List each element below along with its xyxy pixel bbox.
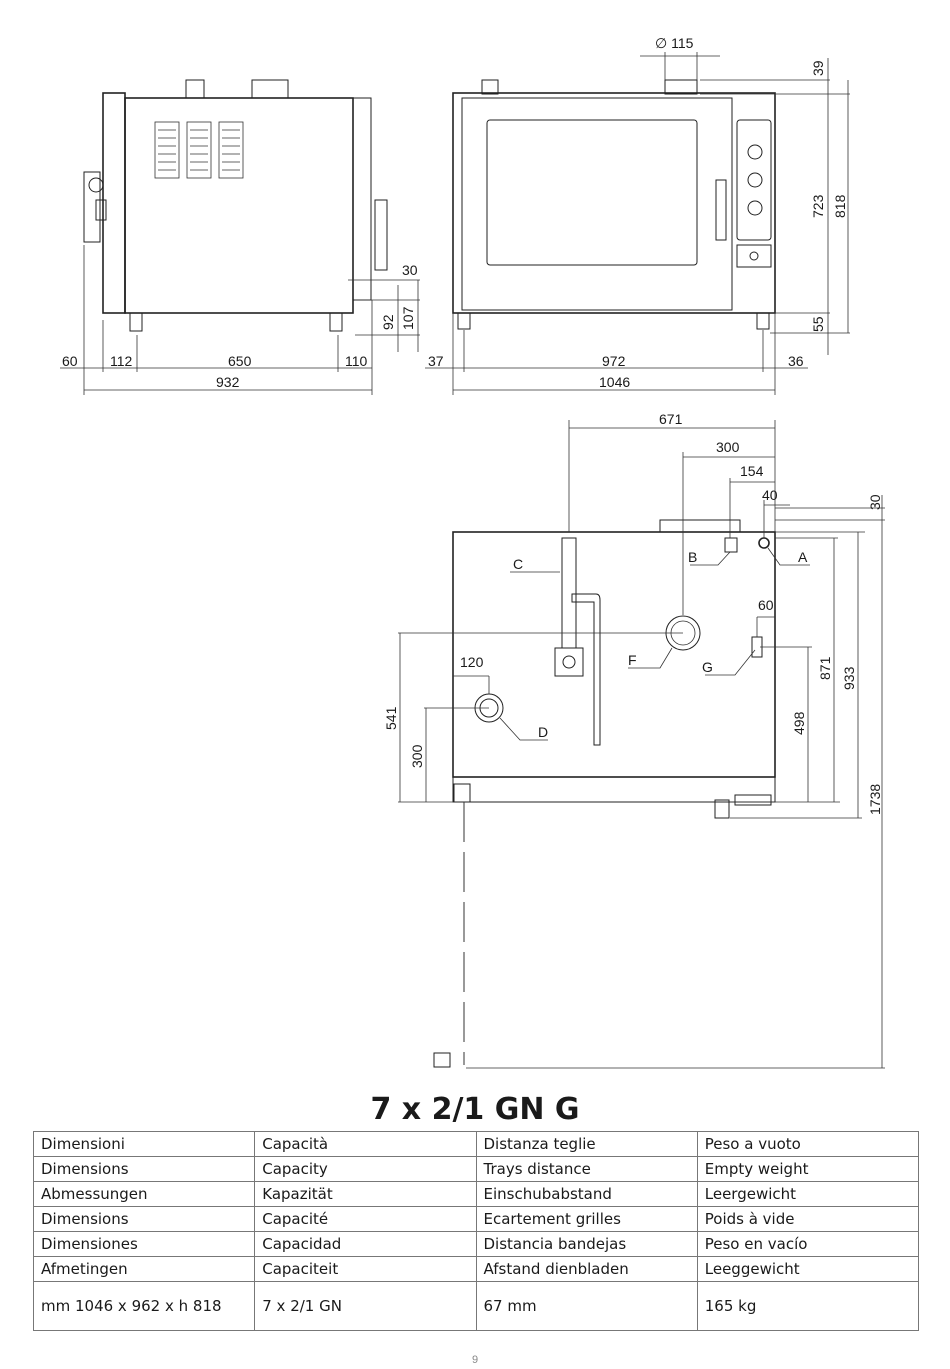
dim-723: 723	[810, 194, 826, 218]
front-view: 37 972 36 1046 ∅ 115 39 723 818 55	[425, 35, 850, 395]
dim-110: 110	[345, 353, 368, 369]
table-row: Dimensioni Capacità Distanza teglie Peso…	[32, 1131, 920, 1157]
table-cell: Capacidad	[254, 1231, 477, 1257]
value-empty-weight: 165 kg	[696, 1281, 920, 1331]
label-A: A	[798, 549, 808, 565]
table-cell: Dimensiones	[32, 1231, 256, 1257]
dim-60: 60	[62, 353, 78, 369]
value-dimensions: mm 1046 x 962 x h 818	[32, 1281, 256, 1331]
table-cell: Distancia bandejas	[475, 1231, 698, 1257]
dim-300-top: 300	[716, 439, 740, 455]
dim-1046: 1046	[599, 374, 630, 390]
table-row-values: mm 1046 x 962 x h 818 7 x 2/1 GN 67 mm 1…	[32, 1281, 920, 1331]
table-cell: Peso a vuoto	[696, 1131, 920, 1157]
table-cell: Capacity	[254, 1156, 477, 1182]
dim-650: 650	[228, 353, 252, 369]
table-cell: Leeggewicht	[696, 1256, 920, 1282]
table-row: Abmessungen Kapazität Einschubabstand Le…	[32, 1181, 920, 1207]
label-F: F	[628, 652, 637, 668]
table-cell: Afstand dienbladen	[475, 1256, 698, 1282]
table-row: Dimensiones Capacidad Distancia bandejas…	[32, 1231, 920, 1257]
dim-120: 120	[460, 654, 484, 670]
dim-818: 818	[832, 194, 848, 218]
dim-112: 112	[110, 353, 133, 369]
table-cell: Afmetingen	[32, 1256, 256, 1282]
label-G: G	[702, 659, 713, 675]
table-cell: Peso en vacío	[696, 1231, 920, 1257]
dim-933: 933	[841, 666, 857, 690]
dim-932: 932	[216, 374, 240, 390]
dim-154: 154	[740, 463, 764, 479]
table-cell: Ecartement grilles	[475, 1206, 698, 1232]
table-cell: Dimensions	[32, 1206, 256, 1232]
dim-30-side: 30	[402, 262, 418, 278]
label-C: C	[513, 556, 523, 572]
dim-92: 92	[380, 314, 396, 330]
table-cell: Dimensions	[32, 1156, 256, 1182]
table-cell: Einschubabstand	[475, 1181, 698, 1207]
dim-37: 37	[428, 353, 444, 369]
table-cell: Leergewicht	[696, 1181, 920, 1207]
dim-871: 871	[817, 656, 833, 680]
table-cell: Kapazität	[254, 1181, 477, 1207]
dim-972: 972	[602, 353, 626, 369]
dim-diameter-115: ∅ 115	[655, 35, 694, 51]
spec-table: Dimensioni Capacità Distanza teglie Peso…	[32, 1131, 920, 1331]
dim-1738: 1738	[867, 784, 883, 815]
dim-39: 39	[810, 60, 826, 76]
technical-drawing: 60 112 650 110 932 30 92 107	[60, 35, 885, 1069]
side-view: 60 112 650 110 932 30 92 107	[60, 79, 420, 395]
dim-30-top: 30	[867, 494, 883, 510]
dim-55: 55	[810, 316, 826, 332]
dim-498: 498	[791, 711, 807, 735]
table-row: Dimensions Capacity Trays distance Empty…	[32, 1156, 920, 1182]
table-cell: Capaciteit	[254, 1256, 477, 1282]
dim-60-top: 60	[758, 597, 774, 613]
table-row: Afmetingen Capaciteit Afstand dienbladen…	[32, 1256, 920, 1282]
dim-36: 36	[788, 353, 804, 369]
page-number: 9	[471, 1354, 479, 1366]
table-cell: Poids à vide	[696, 1206, 920, 1232]
table-cell: Empty weight	[696, 1156, 920, 1182]
dim-671: 671	[659, 411, 683, 427]
value-capacity: 7 x 2/1 GN	[254, 1281, 477, 1331]
table-cell: Capacité	[254, 1206, 477, 1232]
top-view: 671 300 154 40 30 60 871 933 498 1738 12…	[383, 411, 885, 1069]
value-trays-distance: 67 mm	[475, 1281, 698, 1331]
dim-40: 40	[762, 487, 778, 503]
label-D: D	[538, 724, 548, 740]
dim-300-left: 300	[409, 744, 425, 768]
dim-107: 107	[400, 306, 416, 330]
table-cell: Trays distance	[475, 1156, 698, 1182]
table-cell: Distanza teglie	[475, 1131, 698, 1157]
label-B: B	[688, 549, 697, 565]
table-cell: Dimensioni	[32, 1131, 256, 1157]
table-row: Dimensions Capacité Ecartement grilles P…	[32, 1206, 920, 1232]
table-cell: Abmessungen	[32, 1181, 256, 1207]
table-cell: Capacità	[254, 1131, 477, 1157]
dim-541: 541	[383, 706, 399, 730]
model-title: 7 x 2/1 GN G	[370, 1092, 580, 1127]
